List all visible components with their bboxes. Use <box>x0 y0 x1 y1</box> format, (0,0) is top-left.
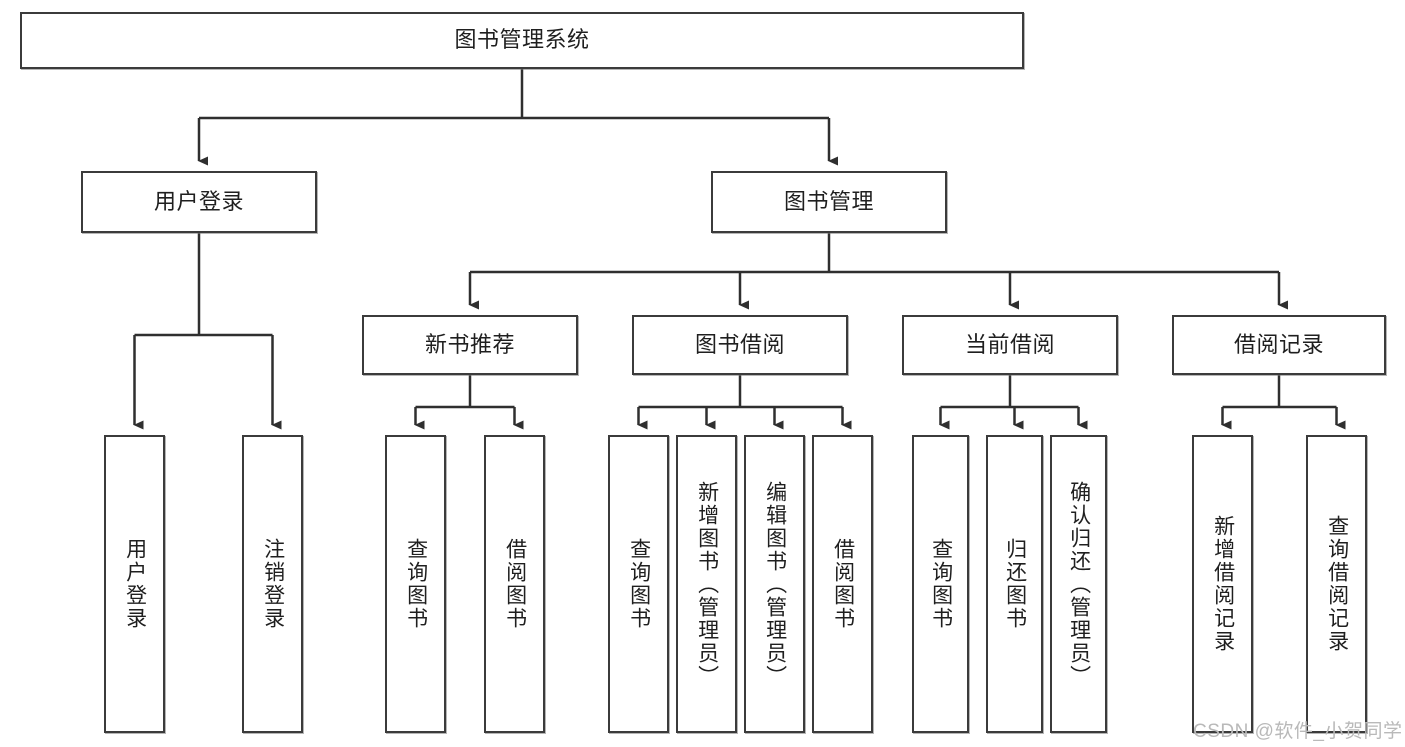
node-label: 新增借阅记录 <box>1211 515 1235 653</box>
node-leaf-logout[interactable]: 注销登录 <box>242 435 303 733</box>
node-leaf-add-record[interactable]: 新增借阅记录 <box>1192 435 1253 733</box>
node-label: 查询图书 <box>627 538 651 630</box>
node-label: 归还图书 <box>1003 538 1027 630</box>
node-label: 编辑图书（管理员） <box>763 480 787 688</box>
node-label: 图书管理 <box>783 188 874 214</box>
node-label: 查询图书 <box>404 538 428 630</box>
node-leaf-add-book[interactable]: 新增图书（管理员） <box>676 435 737 733</box>
node-leaf-return-book[interactable]: 归还图书 <box>986 435 1043 733</box>
node-label: 确认归还（管理员） <box>1067 480 1091 688</box>
node-leaf-query-record[interactable]: 查询借阅记录 <box>1306 435 1367 733</box>
node-label: 查询图书 <box>929 538 953 630</box>
node-label: 借阅记录 <box>1233 331 1324 357</box>
node-label: 用户登录 <box>153 188 244 214</box>
csdn-watermark: CSDN @软件_小贺同学 <box>1193 721 1403 742</box>
node-label: 当前借阅 <box>964 331 1055 357</box>
node-book-manage[interactable]: 图书管理 <box>711 171 947 233</box>
node-label: 图书借阅 <box>694 331 785 357</box>
node-label: 借阅图书 <box>503 538 527 630</box>
node-current-borrow[interactable]: 当前借阅 <box>902 315 1118 375</box>
node-root[interactable]: 图书管理系统 <box>20 12 1024 69</box>
node-leaf-edit-book[interactable]: 编辑图书（管理员） <box>744 435 805 733</box>
node-leaf-query-book-1[interactable]: 查询图书 <box>385 435 446 733</box>
node-leaf-borrow-book-1[interactable]: 借阅图书 <box>484 435 545 733</box>
node-leaf-user-login[interactable]: 用户登录 <box>104 435 165 733</box>
node-label: 新增图书（管理员） <box>695 480 719 688</box>
node-book-borrow[interactable]: 图书借阅 <box>632 315 848 375</box>
node-label: 新书推荐 <box>424 331 515 357</box>
node-new-book-recommend[interactable]: 新书推荐 <box>362 315 578 375</box>
node-label: 查询借阅记录 <box>1325 515 1349 653</box>
node-leaf-query-book-2[interactable]: 查询图书 <box>608 435 669 733</box>
node-leaf-borrow-book-2[interactable]: 借阅图书 <box>812 435 873 733</box>
node-label: 借阅图书 <box>831 538 855 630</box>
node-leaf-confirm-return[interactable]: 确认归还（管理员） <box>1050 435 1107 733</box>
node-label: 图书管理系统 <box>454 27 590 53</box>
node-label: 注销登录 <box>261 538 285 630</box>
node-label: 用户登录 <box>123 538 147 630</box>
node-borrow-record[interactable]: 借阅记录 <box>1172 315 1386 375</box>
node-leaf-query-book-3[interactable]: 查询图书 <box>912 435 969 733</box>
node-user-login[interactable]: 用户登录 <box>81 171 317 233</box>
